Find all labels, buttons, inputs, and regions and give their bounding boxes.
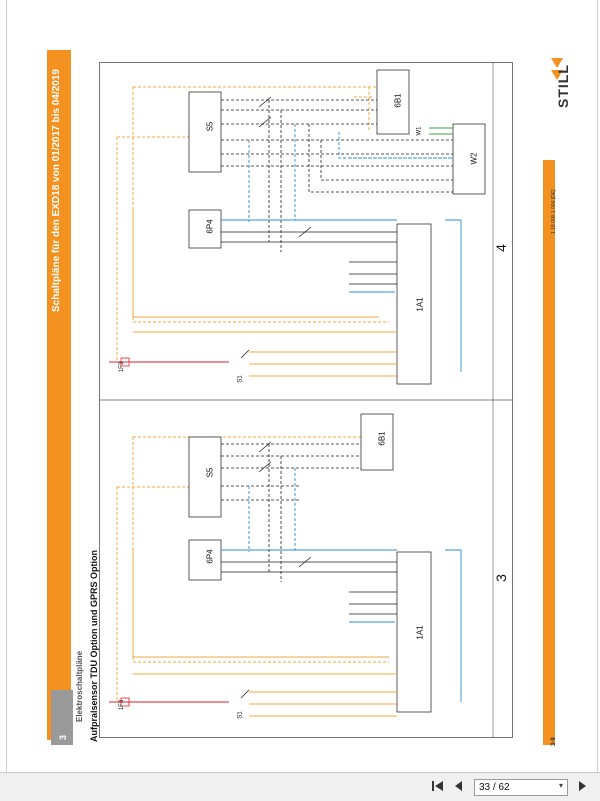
section-label: Elektroschaltpläne (75, 650, 84, 722)
diagram-title: Aufpralsensor TDU Option und GPRS Option (89, 550, 99, 742)
component-w2: W2 (469, 152, 479, 165)
component-s5-upper: S5 (205, 121, 215, 132)
section-subnumber: 3.1 (65, 730, 74, 742)
logo-text: STILL (555, 64, 571, 108)
wire-label-w1: W1 (416, 126, 423, 136)
header-band (47, 50, 71, 740)
previous-page-icon[interactable] (451, 780, 467, 794)
component-1f3-lower: 1F3 (119, 699, 126, 711)
page-number-display: 33 / 62 (479, 782, 510, 793)
page-navigation-toolbar: 33 / 62 ▾ (0, 772, 600, 801)
component-s5-lower: S5 (205, 467, 215, 478)
component-6b1-upper: 6B1 (393, 93, 403, 108)
component-s1-lower: S1 (237, 711, 244, 719)
component-s1-upper: S1 (237, 375, 244, 383)
component-6p4-lower: 6P4 (205, 549, 215, 564)
document-number: 1 18 000 1 000 [DE] (551, 189, 557, 234)
column-number-lower: 3 (492, 574, 509, 582)
component-1a1-upper: 1A1 (415, 297, 425, 312)
next-page-icon[interactable] (574, 780, 590, 794)
component-1f3-upper: 1F3 (119, 361, 126, 373)
page-number-select[interactable]: 33 / 62 ▾ (474, 779, 568, 796)
right-stripe (543, 160, 555, 745)
lower-section (109, 413, 462, 717)
chevron-down-icon: ▾ (558, 781, 563, 790)
wiring-diagram (99, 62, 513, 738)
upper-section (109, 69, 486, 385)
document-page: Schaltpläne für den EXD18 von 01/2017 bi… (6, 0, 598, 772)
section-box (51, 690, 73, 745)
document-viewer: Schaltpläne für den EXD18 von 01/2017 bi… (6, 0, 598, 772)
component-6p4-upper: 6P4 (205, 219, 215, 234)
page-corner-number: 3-9 (551, 737, 557, 746)
first-page-icon[interactable] (430, 780, 446, 794)
column-number-upper: 4 (492, 244, 509, 252)
component-1a1-lower: 1A1 (415, 625, 425, 640)
band-title: Schaltpläne für den EXD18 von 01/2017 bi… (51, 69, 62, 312)
still-logo-icon (551, 58, 563, 80)
component-6b1-lower: 6B1 (377, 431, 387, 446)
